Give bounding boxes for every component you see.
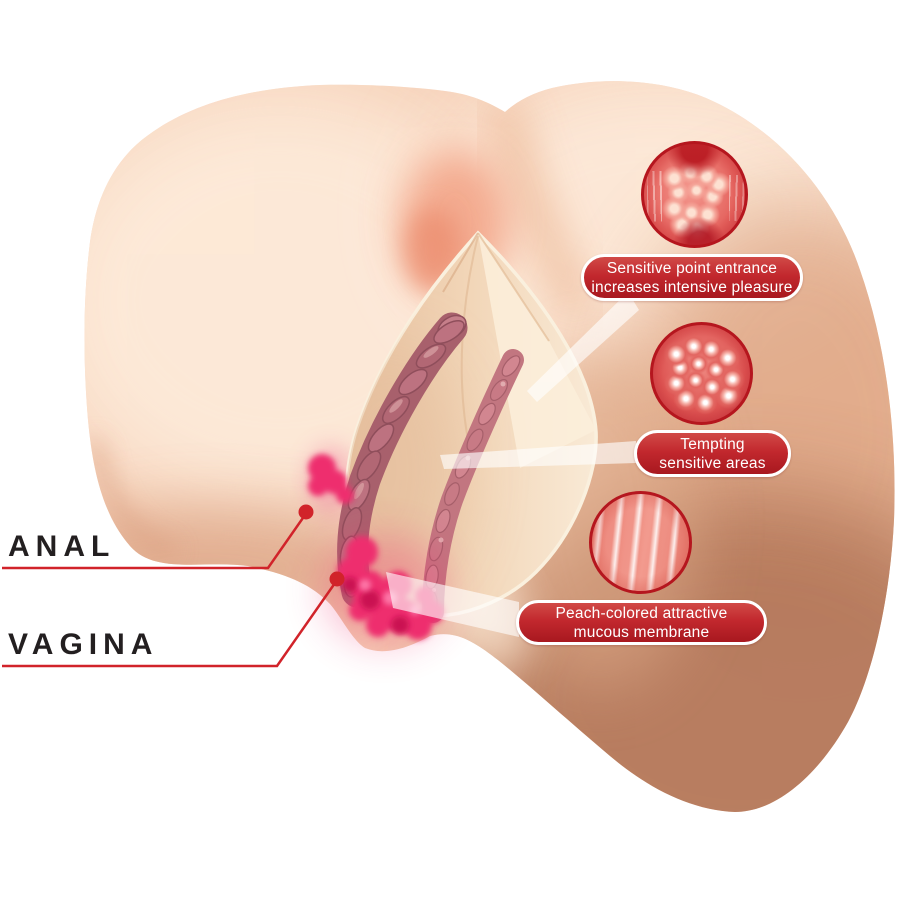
callout-beam-2 [440, 441, 636, 469]
callout-line: Peach-colored attractive [555, 604, 728, 622]
callout-tempting-areas: Tempting sensitive areas [634, 430, 791, 477]
inset-sensitive-entrance-texture [641, 141, 748, 248]
inset-mucous-folds-texture [589, 491, 692, 594]
inset-bumpy-areas-texture [650, 322, 753, 425]
callout-mucous-membrane: Peach-colored attractive mucous membrane [516, 600, 767, 645]
anal-pointer-line [2, 514, 307, 570]
vagina-pointer-dot [329, 571, 345, 587]
callout-line: mucous membrane [573, 623, 710, 641]
callout-line: sensitive areas [659, 454, 766, 472]
callout-line: increases intensive pleasure [591, 278, 793, 296]
callout-line: Tempting [680, 435, 745, 453]
label-vagina: VAGINA [8, 628, 159, 661]
anal-pointer-dot [298, 504, 314, 520]
callout-line: Sensitive point entrance [606, 259, 778, 277]
label-anal: ANAL [8, 530, 116, 563]
callout-beam-1 [527, 292, 639, 402]
callout-sensitive-entrance: Sensitive point entrance increases inten… [581, 254, 803, 301]
vagina-pointer-line [2, 582, 337, 668]
callout-beam-3 [386, 572, 519, 637]
